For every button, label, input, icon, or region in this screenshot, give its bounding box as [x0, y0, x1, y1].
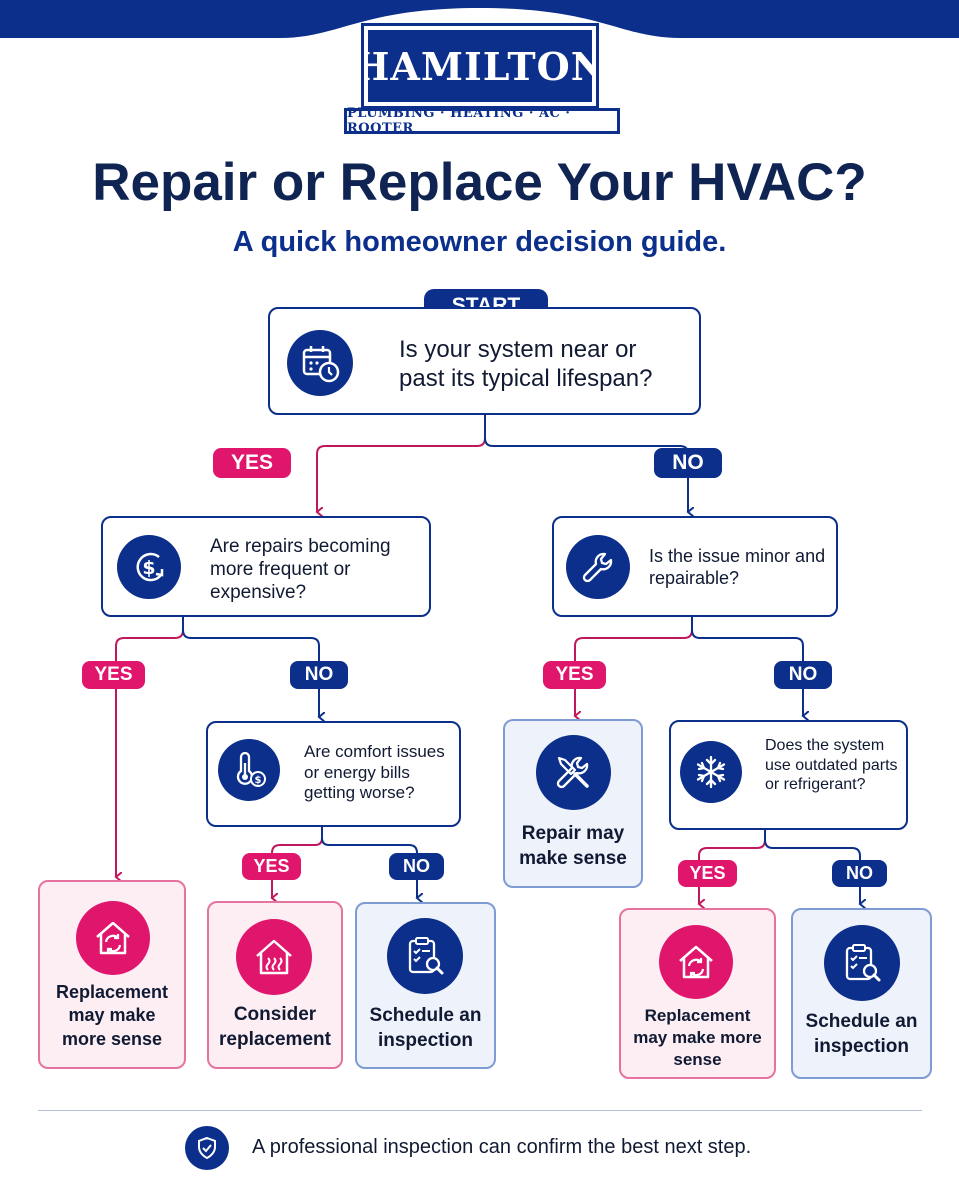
yes-label: YES: [678, 860, 737, 887]
wrench-icon: [566, 535, 630, 599]
connector-q2-yes: [116, 617, 184, 877]
outcome-consider-replacement: Consider replacement: [207, 901, 343, 1069]
shield-check-icon: [185, 1126, 229, 1170]
clipboard-search-icon: [824, 925, 900, 1001]
question-node-repairs: $ Are repairs becoming more frequent or …: [101, 516, 431, 617]
wrench-screwdriver-icon: [536, 735, 611, 810]
house-heat-icon: [236, 919, 312, 995]
question-text: Is the issue minor and repairable?: [649, 546, 826, 588]
outcome-replacement: Replacement may make more sense: [619, 908, 776, 1079]
clipboard-search-icon: [387, 918, 463, 994]
yes-label: YES: [213, 448, 291, 478]
question-node-comfort: $ Are comfort issues or energy bills get…: [206, 721, 461, 827]
svg-text:$: $: [255, 775, 262, 786]
outcome-schedule-inspection: Schedule an inspection: [791, 908, 932, 1079]
no-label: NO: [654, 448, 722, 478]
connector-q1-yes: [317, 414, 486, 512]
svg-text:$: $: [142, 557, 155, 579]
no-label: NO: [389, 853, 444, 880]
outcome-text: Repair may make sense: [519, 823, 627, 869]
connector-q2-no: [182, 617, 319, 717]
outcome-text: Replacement may make more sense: [633, 1006, 762, 1070]
connector-q5-no: [764, 830, 860, 904]
footer-note: A professional inspection can confirm th…: [252, 1136, 752, 1158]
question-text: Are comfort issues or energy bills getti…: [304, 742, 445, 803]
dollar-cycle-icon: $: [117, 535, 181, 599]
brand-name: HAMILTON: [354, 23, 605, 109]
question-node-lifespan: Is your system near or past its typical …: [268, 307, 701, 415]
outcome-text: Consider replacement: [219, 1004, 331, 1050]
calendar-clock-icon: [287, 330, 353, 396]
outcome-schedule-inspection: Schedule an inspection: [355, 902, 496, 1069]
header-band: [0, 0, 959, 38]
footer-divider: [38, 1110, 922, 1111]
page-title: Repair or Replace Your HVAC?: [92, 153, 867, 212]
outcome-text: Schedule an inspection: [369, 1005, 482, 1051]
no-label: NO: [290, 661, 348, 689]
no-label: NO: [832, 860, 887, 887]
yes-label: YES: [82, 661, 145, 689]
yes-label: YES: [543, 661, 606, 689]
outcome-text: Replacement may make more sense: [55, 982, 169, 1049]
no-label: NO: [774, 661, 832, 689]
question-node-outdated-parts: Does the system use outdated parts or re…: [669, 720, 908, 830]
outcome-replacement: Replacement may make more sense: [38, 880, 186, 1069]
question-text: Is your system near or past its typical …: [399, 336, 653, 393]
snowflake-icon: [680, 741, 742, 803]
outcome-text: Schedule an inspection: [805, 1011, 918, 1057]
brand-logo: HAMILTON PLUMBING · HEATING · AC · ROOTE…: [336, 20, 626, 140]
connector-q3-no: [691, 617, 803, 716]
yes-label: YES: [242, 853, 301, 880]
brand-tagline: PLUMBING · HEATING · AC · ROOTER: [344, 106, 620, 136]
house-replace-icon: [76, 901, 150, 975]
connector-q4-no: [321, 827, 417, 898]
outcome-repair: Repair may make sense: [503, 719, 643, 888]
question-text: Does the system use outdated parts or re…: [765, 737, 898, 794]
question-text: Are repairs becoming more frequent or ex…: [210, 536, 391, 604]
house-replace-icon: [659, 925, 733, 999]
page-subtitle: A quick homeowner decision guide.: [232, 226, 727, 258]
thermometer-dollar-icon: $: [218, 739, 280, 801]
question-node-minor-issue: Is the issue minor and repairable?: [552, 516, 838, 617]
